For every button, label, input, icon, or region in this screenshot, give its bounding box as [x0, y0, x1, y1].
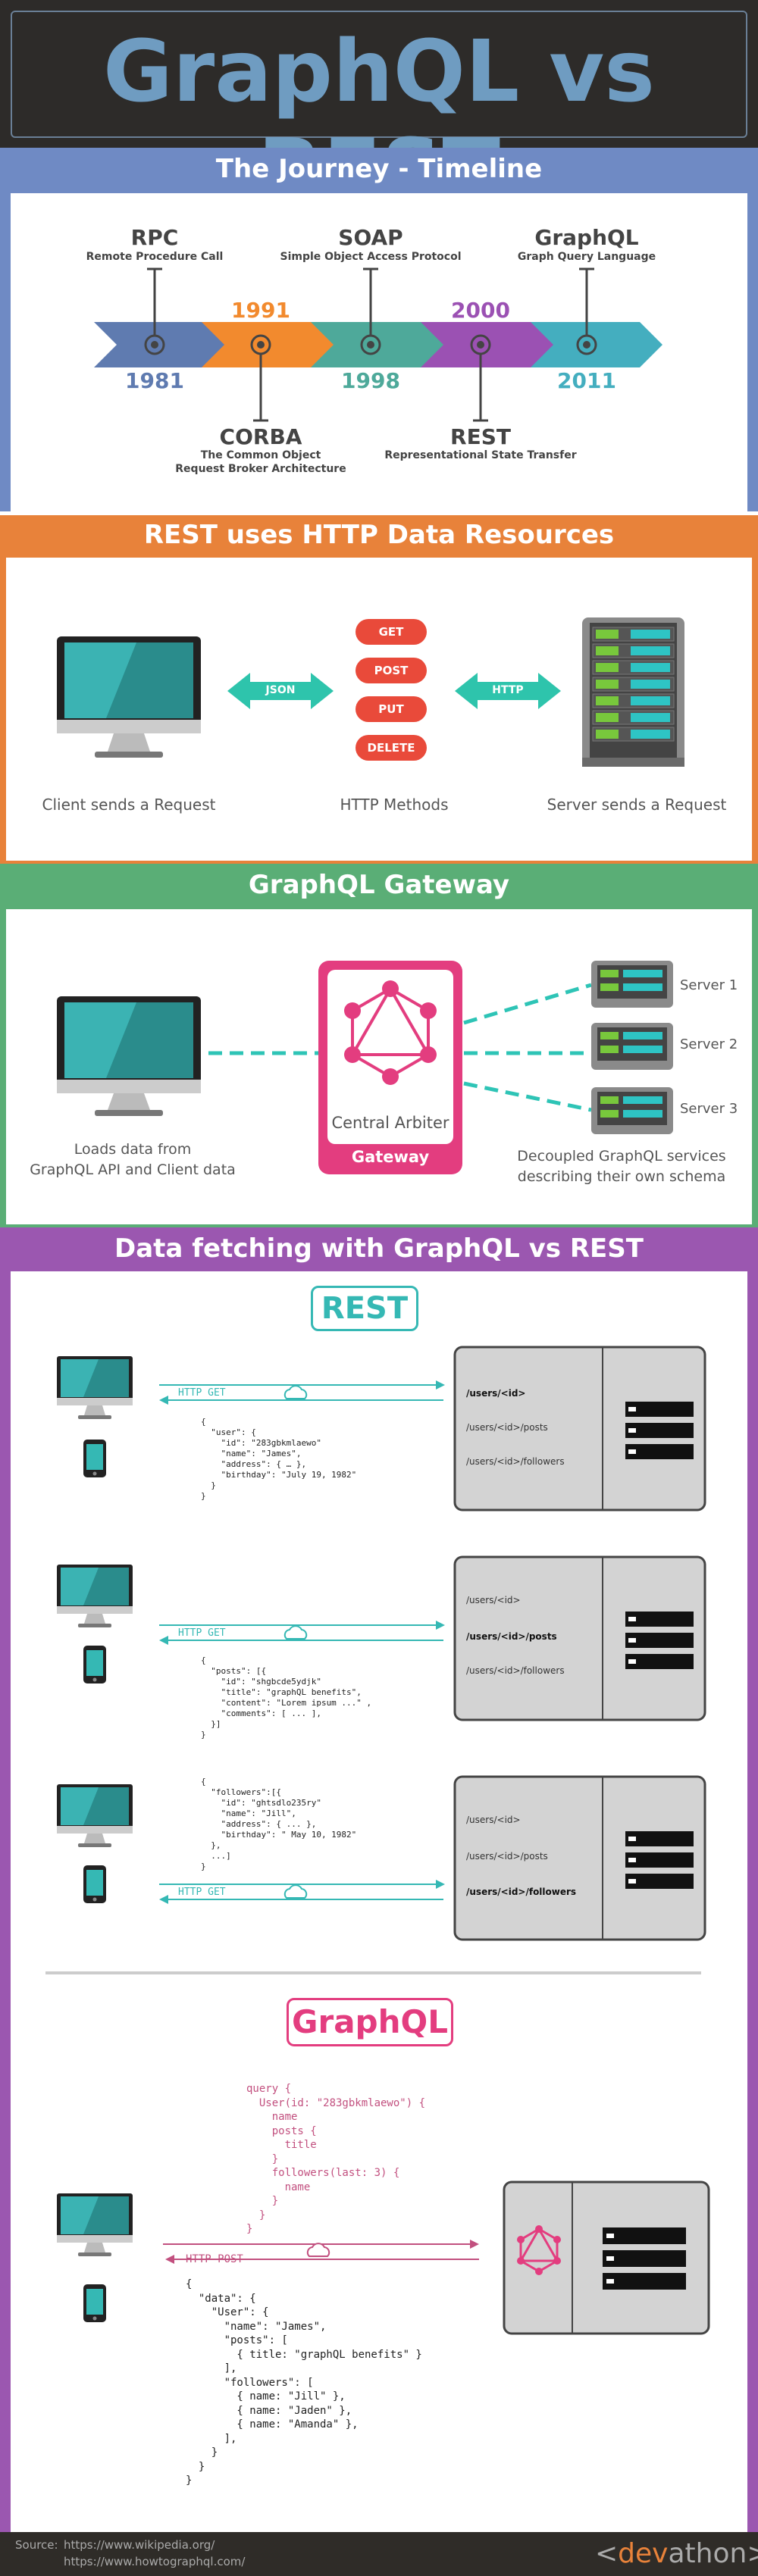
logo-bracket-right: >: [747, 2538, 758, 2569]
graphql-badge: GraphQL: [287, 1998, 453, 2046]
timeline-graphql-name: GraphQL: [534, 225, 639, 250]
http-arrow-icon: [455, 673, 561, 709]
graphql-phone-icon: [83, 2284, 106, 2322]
server-1-label: Server 1: [680, 977, 738, 993]
rest-row2-monitor-icon: [57, 1565, 133, 1627]
graphql-http-post: HTTP POST: [186, 2253, 243, 2265]
timeline-soap-name: SOAP: [338, 225, 403, 250]
gateway-graphic: [57, 961, 673, 1174]
timeline-graphql-desc: Graph Query Language: [517, 251, 656, 263]
server-caption: Server sends a Request: [547, 796, 727, 814]
logo-bracket-left: <: [595, 2538, 619, 2569]
timeline-title: The Journey - Timeline: [215, 154, 543, 184]
timeline-soap-desc: Simple Object Access Protocol: [280, 251, 462, 263]
rest-http-graphic: [57, 617, 684, 767]
rest-row3-endpoint-3: /users/<id>/followers: [466, 1887, 577, 1897]
rest-http-title: REST uses HTTP Data Resources: [143, 520, 615, 550]
rest-row2-response: { "posts": [{ "id": "shgbcde5ydjk" "titl…: [201, 1655, 372, 1740]
method-delete-badge: DELETE: [356, 735, 427, 761]
rest-row1-cloud-icon: [283, 1385, 308, 1399]
rest-row3-cloud-icon: [283, 1884, 308, 1899]
rest-fetching-graphic: [57, 1346, 706, 1941]
method-get-badge: GET: [356, 619, 427, 645]
footer: Source: https://www.wikipedia.org/ https…: [0, 2532, 758, 2576]
source-link-1[interactable]: https://www.wikipedia.org/: [64, 2538, 215, 2552]
http-label: HTTP: [492, 684, 524, 696]
rest-row3-monitor-icon: [57, 1784, 133, 1847]
graphql-cloud-icon: [306, 2243, 330, 2257]
rest-row1-endpoint-1: /users/<id>: [466, 1388, 526, 1399]
rest-row2-cloud-icon: [283, 1625, 308, 1640]
gateway-title: GraphQL Gateway: [248, 870, 510, 900]
rest-row2-phone-icon: [83, 1646, 106, 1683]
rest-row2-http-get: HTTP GET: [178, 1627, 226, 1639]
rest-badge: REST: [311, 1286, 418, 1331]
rest-row1-endpoint-3: /users/<id>/followers: [466, 1456, 565, 1467]
json-arrow-icon: [227, 673, 334, 709]
timeline-year-1991: 1991: [231, 298, 290, 323]
timeline-year-1981: 1981: [125, 368, 184, 393]
graphql-monitor-icon: [57, 2193, 133, 2256]
gateway-right-caption-2: describing their own schema: [517, 1168, 726, 1185]
rest-row3-response: { "followers":[{ "id": "ghtsdlo235ry" "n…: [201, 1777, 357, 1871]
header-frame: [11, 11, 747, 138]
client-monitor-icon: [57, 636, 201, 758]
rest-row1-monitor-icon: [57, 1356, 133, 1419]
methods-caption: HTTP Methods: [340, 796, 449, 814]
json-label: JSON: [265, 684, 296, 696]
rest-row1-phone-icon: [83, 1440, 106, 1477]
timeline-rpc-desc: Remote Procedure Call: [86, 251, 224, 263]
graphql-server: [503, 2181, 710, 2335]
server-3-label: Server 3: [680, 1101, 738, 1117]
timeline-rest-name: REST: [450, 424, 511, 449]
gateway-left-caption-2: GraphQL API and Client data: [30, 1161, 236, 1178]
timeline-year-2011: 2011: [557, 368, 616, 393]
header: GraphQL vs REST: [0, 0, 758, 220]
rest-row1-endpoint-2: /users/<id>/posts: [466, 1422, 548, 1433]
method-put-badge: PUT: [356, 696, 427, 722]
source-label: Source:: [15, 2538, 58, 2552]
method-post-badge: POST: [356, 658, 427, 683]
section-divider: [45, 1971, 701, 1974]
logo-dev: dev: [618, 2538, 669, 2569]
central-arbiter-label: Central Arbiter: [331, 1114, 449, 1132]
timeline-year-1998: 1998: [341, 368, 400, 393]
rest-row3-endpoint-2: /users/<id>/posts: [466, 1851, 548, 1862]
timeline-corba-name: CORBA: [219, 424, 302, 449]
server-1-icon: [591, 961, 673, 1008]
graphql-response: { "data": { "User": { "name": "James", "…: [186, 2278, 422, 2487]
client-caption: Client sends a Request: [42, 796, 216, 814]
logo-athon: athon: [668, 2538, 747, 2569]
timeline-corba-desc1: The Common Object: [200, 449, 321, 461]
server-2-icon: [591, 1023, 673, 1070]
server-2-label: Server 2: [680, 1036, 738, 1052]
gateway-client-monitor-icon: [57, 996, 201, 1116]
rest-row2-endpoint-3: /users/<id>/followers: [466, 1665, 565, 1676]
rest-row1-response: { "user": { "id": "283gbkmlaewo" "name":…: [201, 1417, 357, 1501]
fetching-title: Data fetching with GraphQL vs REST: [114, 1233, 644, 1264]
gateway-right-caption-1: Decoupled GraphQL services: [517, 1148, 726, 1165]
gateway-label: Gateway: [351, 1148, 430, 1166]
server-rack-icon: [582, 617, 684, 767]
rest-row2-endpoint-1: /users/<id>: [466, 1595, 521, 1605]
rest-row3-http-get: HTTP GET: [178, 1887, 226, 1898]
gateway-left-caption-1: Loads data from: [74, 1141, 192, 1158]
rest-row3-endpoint-1: /users/<id>: [466, 1815, 521, 1825]
rest-row3-phone-icon: [83, 1865, 106, 1903]
timeline-graphic: [94, 267, 662, 422]
timeline-segment-1981: [94, 322, 230, 367]
timeline-year-2000: 2000: [451, 298, 510, 323]
rest-row1-http-get: HTTP GET: [178, 1387, 226, 1399]
timeline-corba-desc2: Request Broker Architecture: [175, 463, 346, 475]
source-link-2[interactable]: https://www.howtographql.com/: [64, 2555, 246, 2568]
timeline-rpc-name: RPC: [130, 225, 179, 250]
server-3-icon: [591, 1087, 673, 1134]
timeline-rest-desc: Representational State Transfer: [384, 449, 577, 461]
rest-row2-endpoint-2: /users/<id>/posts: [466, 1631, 557, 1642]
graphql-fetching-graphic: [57, 2181, 710, 2335]
graphql-query: query { User(id: "283gbkmlaewo") { name …: [246, 2083, 426, 2235]
devathon-logo: <devathon>: [595, 2537, 758, 2571]
